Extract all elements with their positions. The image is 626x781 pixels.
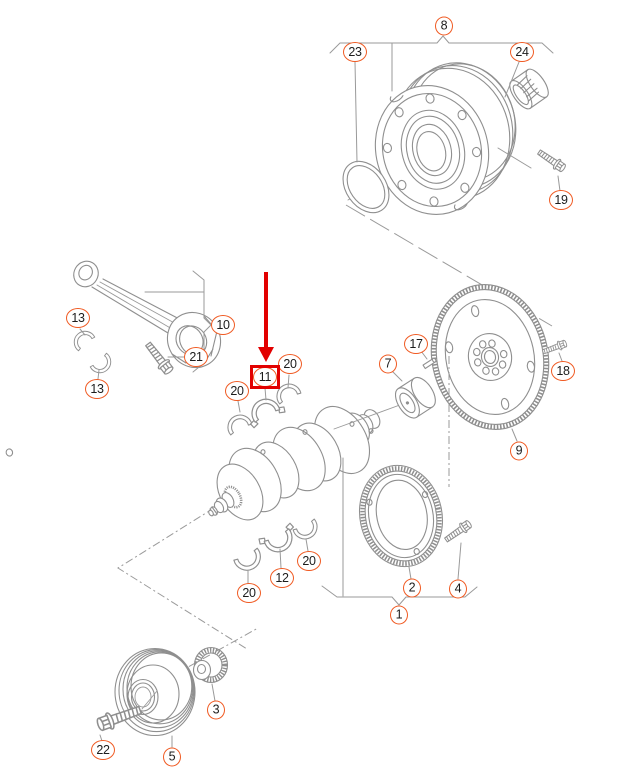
callout-22[interactable]: 22: [91, 740, 115, 760]
callout-20b[interactable]: 20: [225, 381, 249, 401]
dowel-pin-drawing: [422, 357, 437, 370]
callout-10[interactable]: 10: [211, 315, 235, 335]
callout-20d[interactable]: 20: [237, 583, 261, 603]
callout-24[interactable]: 24: [510, 42, 534, 62]
highlight-arrow-shaft: [263, 272, 269, 347]
pilot-bushing-drawing: [333, 376, 436, 430]
callout-20c[interactable]: 20: [297, 551, 321, 571]
callout-7[interactable]: 7: [379, 354, 397, 374]
callout-8[interactable]: 8: [435, 16, 453, 36]
crankshaft-drawing: [208, 406, 381, 521]
callout-5[interactable]: 5: [163, 747, 181, 767]
callout-18[interactable]: 18: [551, 361, 575, 381]
callout-13a[interactable]: 13: [66, 308, 90, 328]
highlight-box: [250, 365, 280, 389]
callout-21[interactable]: 21: [184, 347, 208, 367]
timing-gear-drawing: [192, 646, 229, 684]
drive-plate-drawing: [5, 284, 550, 457]
callout-23[interactable]: 23: [343, 42, 367, 62]
callout-9[interactable]: 9: [510, 441, 528, 461]
callout-20a[interactable]: 20: [278, 354, 302, 374]
callout-3[interactable]: 3: [207, 700, 225, 720]
needle-bearing-drawing: [509, 68, 549, 110]
callout-1[interactable]: 1: [390, 605, 408, 625]
callout-19[interactable]: 19: [549, 190, 573, 210]
callout-12[interactable]: 12: [270, 568, 294, 588]
crankshaft-seal-drawing: [342, 160, 390, 214]
callout-2[interactable]: 2: [403, 578, 421, 598]
callout-4[interactable]: 4: [449, 579, 467, 599]
dual-mass-flywheel-drawing: [374, 62, 517, 215]
sensor-ring-drawing: [358, 464, 444, 568]
callout-13b[interactable]: 13: [85, 379, 109, 399]
callout-17[interactable]: 17: [404, 334, 428, 354]
highlight-arrow-head: [257, 347, 274, 362]
